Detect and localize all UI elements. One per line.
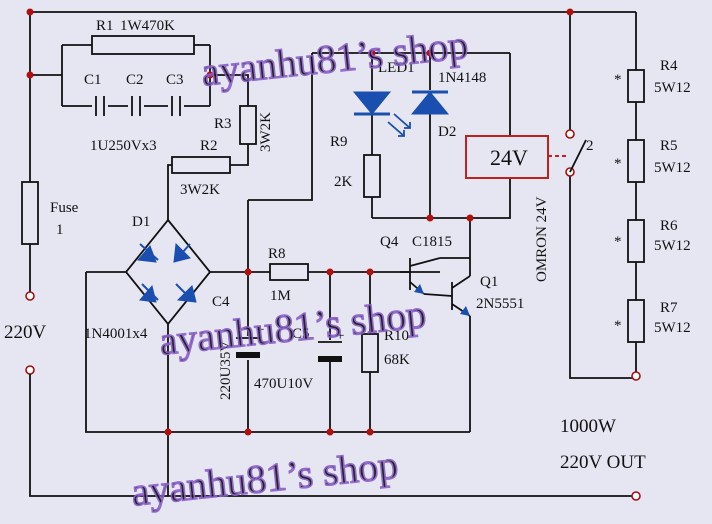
label-r2: R2 <box>200 138 218 154</box>
resistor-r7 <box>627 299 645 343</box>
label-r6: R6 <box>660 218 678 234</box>
capacitor-c2 <box>131 96 141 116</box>
resistor-r2 <box>171 156 231 174</box>
resistor-r6 <box>627 219 645 263</box>
relay-coil <box>465 135 549 179</box>
label-star-r4: * <box>614 72 622 88</box>
capacitor-c3 <box>171 96 181 116</box>
label-q1: Q1 <box>480 274 498 290</box>
label-c123-value: 1U250Vx3 <box>90 138 157 154</box>
label-c5-value: 470U10V <box>254 376 313 392</box>
terminals <box>25 291 641 501</box>
svg-text:+: + <box>336 328 344 344</box>
label-r8-value: 1M <box>270 288 291 304</box>
relay-switch <box>565 129 587 177</box>
resistor-r10 <box>361 333 379 373</box>
label-relay-model: OMRON 24V <box>534 196 550 282</box>
label-d2: D2 <box>438 124 456 140</box>
label-d1: D1 <box>132 214 150 230</box>
label-r3-value: 3W2K <box>258 112 274 152</box>
label-r8: R8 <box>268 246 286 262</box>
label-fuse: Fuse <box>50 200 79 216</box>
label-r7-value: 5W12 <box>654 320 691 336</box>
label-r4: R4 <box>660 58 678 74</box>
label-switch-pin: 2 <box>586 138 594 154</box>
resistor-r4 <box>627 69 645 103</box>
label-led1: LED1 <box>378 60 415 76</box>
label-r1-value: 1W470K <box>120 18 175 34</box>
resistor-r1 <box>91 35 195 55</box>
label-c3: C3 <box>166 72 184 88</box>
label-q4: Q4 <box>380 234 399 250</box>
label-c2: C2 <box>126 72 144 88</box>
label-c1: C1 <box>84 72 102 88</box>
label-r2-value: 3W2K <box>180 182 220 198</box>
capacitor-c1 <box>95 96 105 116</box>
label-r9: R9 <box>330 134 348 150</box>
label-c5: C5 <box>292 326 310 342</box>
label-input-voltage: 220V <box>4 322 47 343</box>
junctions <box>26 8 574 436</box>
wiring <box>29 11 637 497</box>
resistor-r9 <box>363 154 381 198</box>
label-r5: R5 <box>660 138 678 154</box>
label-r6-value: 5W12 <box>654 238 691 254</box>
label-c4: C4 <box>212 294 230 310</box>
label-star-r6: * <box>614 234 622 250</box>
label-r7: R7 <box>660 300 678 316</box>
watermark-bottom: ayanhu81’s shop <box>129 442 400 515</box>
capacitor-c5: + <box>318 328 344 362</box>
diode-d2 <box>410 90 450 115</box>
label-star-r5: * <box>614 156 622 172</box>
resistor-r5 <box>627 139 645 183</box>
svg-text:+: + <box>256 322 264 338</box>
label-star-r7: * <box>614 318 622 334</box>
label-c4-value: 220U35V <box>218 341 234 400</box>
label-r3: R3 <box>214 116 232 132</box>
fuse <box>21 181 39 245</box>
led1 <box>352 91 411 137</box>
transistor-q1 <box>423 258 471 317</box>
label-fuse-value: 1 <box>56 222 64 238</box>
label-relay-voltage: 24V <box>490 145 528 170</box>
label-q1-value: 2N5551 <box>476 296 524 312</box>
label-output-power: 1000W <box>560 416 616 437</box>
label-r10: R10 <box>384 328 409 344</box>
label-r4-value: 5W12 <box>654 80 691 96</box>
label-d2-value: 1N4148 <box>438 70 486 86</box>
label-q4-value: C1815 <box>412 234 452 250</box>
label-r10-value: 68K <box>384 352 410 368</box>
resistor-r3 <box>239 105 257 145</box>
label-r5-value: 5W12 <box>654 160 691 176</box>
resistor-r8 <box>269 263 309 281</box>
label-output-voltage: 220V OUT <box>560 452 646 473</box>
bridge-rectifier-d1 <box>137 242 197 303</box>
label-r9-value: 2K <box>334 174 353 190</box>
capacitor-c4: + <box>236 322 264 358</box>
transistor-q4 <box>400 257 470 295</box>
label-bridge-value: 1N4001x4 <box>84 326 148 342</box>
label-r1: R1 <box>96 18 114 34</box>
